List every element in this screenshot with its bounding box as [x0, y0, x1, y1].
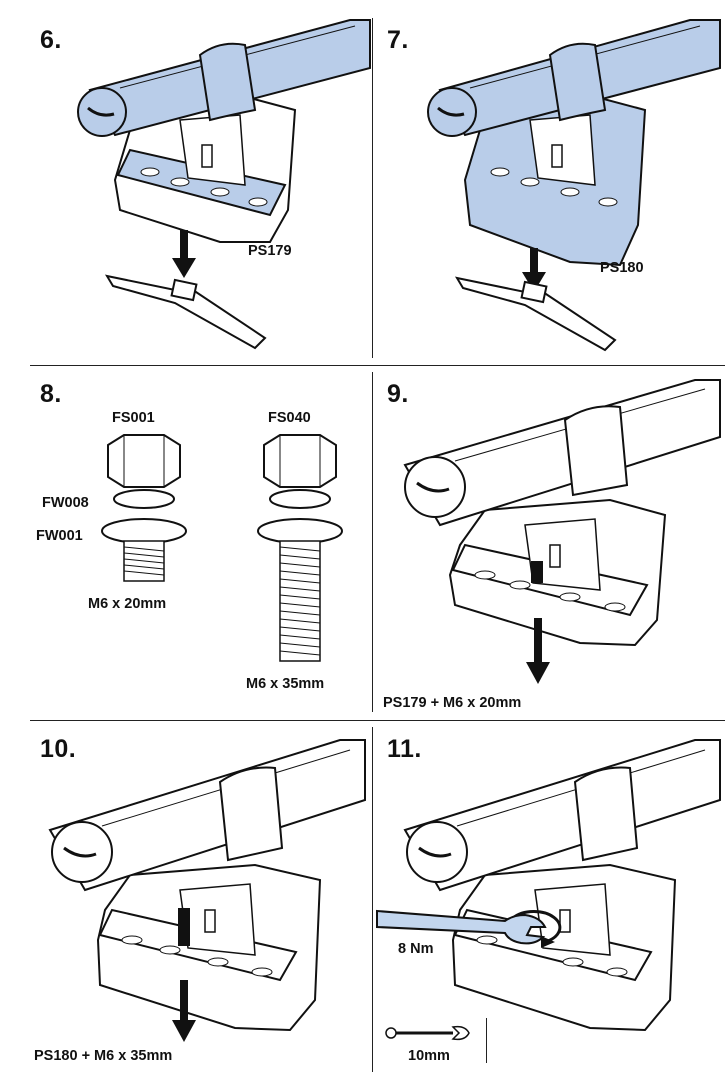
- column-divider-2: [372, 372, 373, 712]
- torque-label: 8 Nm: [398, 941, 434, 957]
- down-arrow-icon: [526, 618, 550, 684]
- step-6-number: 6.: [40, 26, 62, 54]
- row-divider-2: [30, 720, 725, 721]
- step-8-number: 8.: [40, 380, 62, 408]
- step-7-number: 7.: [387, 26, 409, 54]
- roof-bar-foot-illustration: [403, 739, 721, 1032]
- tool-divider: [486, 1018, 487, 1063]
- down-arrow-icon: [172, 230, 196, 278]
- row-divider-1: [30, 365, 725, 366]
- down-arrow-icon: [522, 248, 546, 292]
- step-10-caption: PS180 + M6 x 35mm: [34, 1048, 173, 1064]
- step-7-part-label: PS180: [600, 260, 644, 276]
- bolt-long-code: FS040: [268, 410, 311, 426]
- step-11-number: 11.: [387, 735, 422, 763]
- bolt-long-size: M6 x 35mm: [246, 676, 325, 692]
- bolt-short-illustration: [101, 434, 187, 582]
- roof-bar-foot-illustration: [77, 19, 371, 243]
- roof-bar-foot-illustration: [48, 739, 366, 1032]
- down-arrow-icon: [172, 980, 196, 1042]
- bolt-short-code: FS001: [112, 410, 155, 426]
- roof-bar-foot-illustration: [403, 379, 721, 647]
- bolt-long-illustration: [257, 434, 343, 662]
- adapter-plate-illustration: [454, 276, 617, 352]
- tool-size-label: 10mm: [408, 1048, 450, 1064]
- small-wrench-icon: [385, 1025, 470, 1041]
- step-9-number: 9.: [387, 380, 409, 408]
- step-9-caption: PS179 + M6 x 20mm: [383, 695, 522, 711]
- roof-bar-foot-illustration: [427, 19, 721, 267]
- adapter-plate-illustration: [104, 274, 267, 350]
- washer-b-label: FW001: [36, 528, 83, 544]
- step-10-number: 10.: [40, 735, 77, 763]
- bolt-short-size: M6 x 20mm: [88, 596, 167, 612]
- column-divider-3: [372, 727, 373, 1072]
- column-divider-1: [372, 18, 373, 358]
- step-6-part-label: PS179: [248, 243, 292, 259]
- wrench-icon: [376, 909, 547, 945]
- washer-a-label: FW008: [42, 495, 89, 511]
